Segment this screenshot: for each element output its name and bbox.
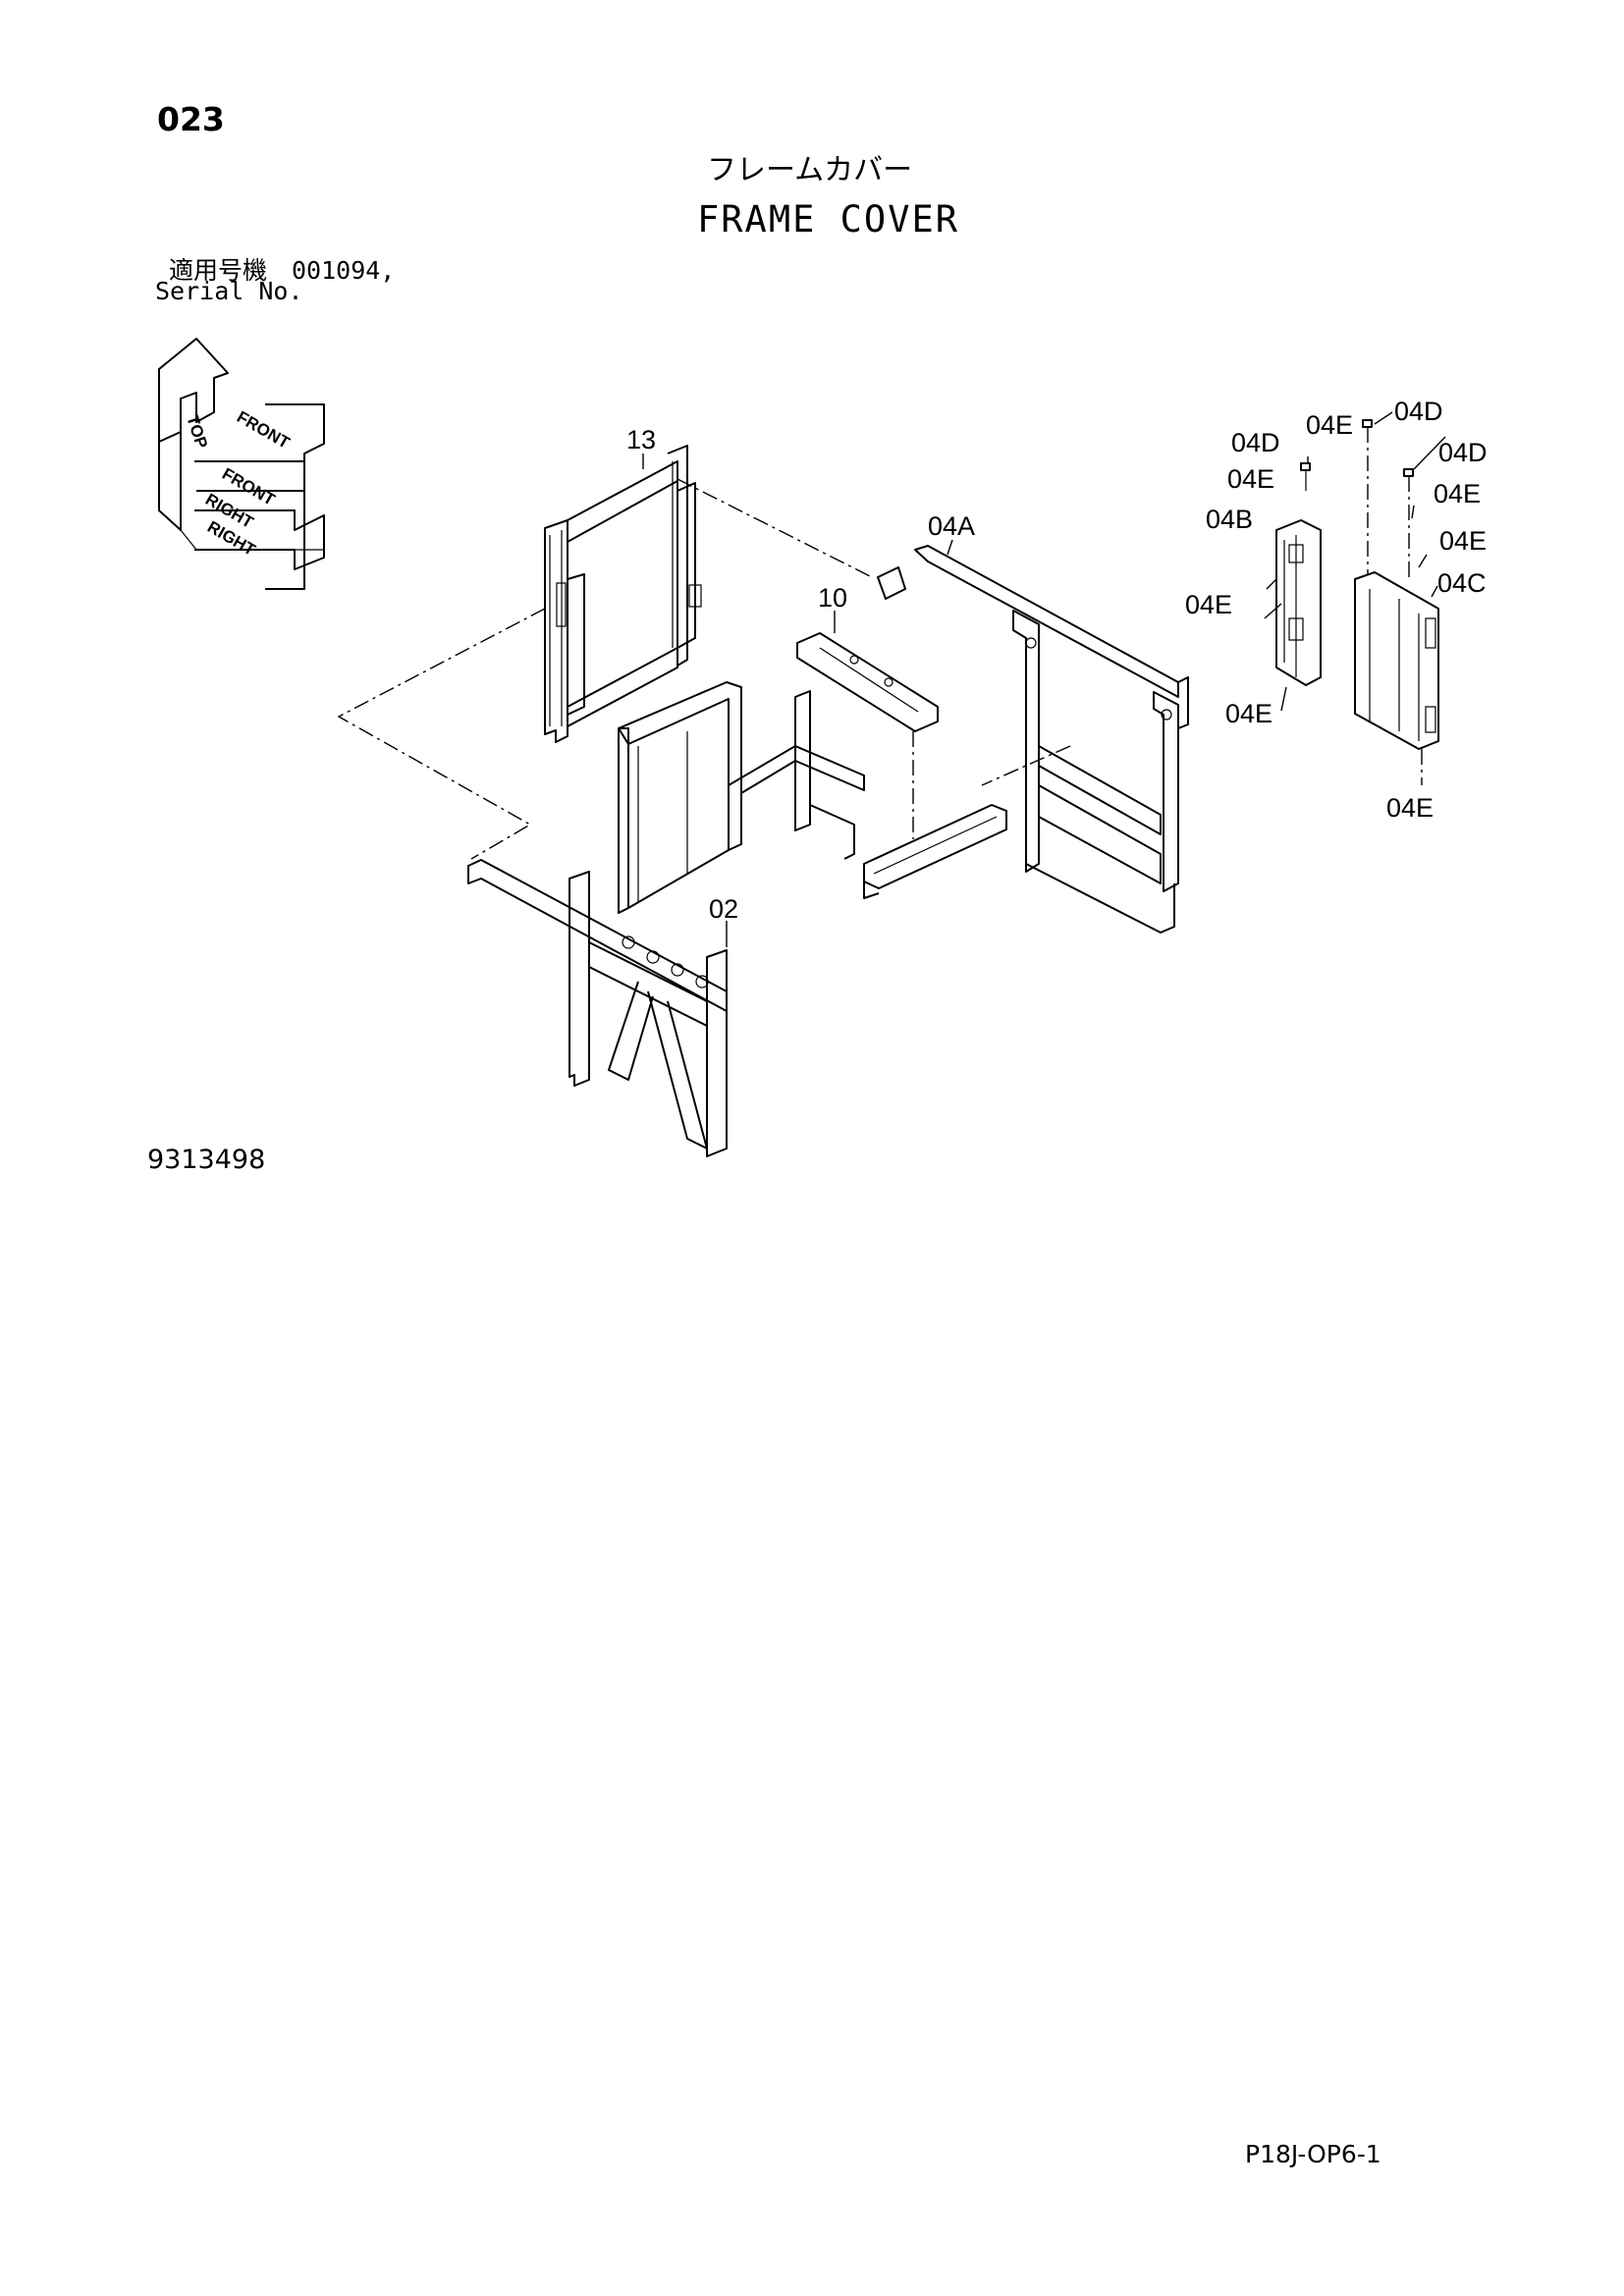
title-japanese: フレームカバー: [707, 153, 913, 187]
orientation-front-label: FRONT: [234, 407, 294, 453]
part-04a-frame: [877, 545, 1189, 934]
leader-lines: [642, 411, 1446, 947]
callout-04e-5: 04E: [1185, 590, 1232, 619]
callout-04d-2: 04D: [1394, 397, 1443, 426]
page-number: 023: [157, 100, 225, 138]
part-10-beam: [796, 632, 939, 732]
title-english: FRAME COVER: [697, 198, 960, 240]
lower-cross-beam: [863, 804, 1007, 899]
part-13-frame: [544, 445, 702, 743]
callout-04a: 04A: [928, 511, 975, 541]
serial-label-english: Serial No.: [155, 277, 303, 305]
orientation-indicator: TOP FRONT FRONT RIGHT RIGHT: [158, 338, 325, 590]
callout-02: 02: [709, 894, 738, 924]
fasteners: [1300, 419, 1423, 785]
callout-04b: 04B: [1206, 505, 1253, 534]
callout-04e-1: 04E: [1306, 410, 1353, 440]
callout-13: 13: [626, 425, 656, 454]
callout-04d-3: 04D: [1438, 438, 1488, 467]
callout-04e-7: 04E: [1386, 793, 1434, 823]
callout-10: 10: [818, 583, 847, 613]
callout-04d-1: 04D: [1231, 428, 1280, 457]
callout-04e-3: 04E: [1434, 479, 1481, 508]
part-04b-panel: [1275, 519, 1322, 686]
middle-frame-assembly: [618, 681, 914, 914]
part-02-frame: [467, 859, 728, 1157]
drawing-number: 9313498: [147, 1145, 266, 1175]
orientation-top-label: TOP: [183, 412, 211, 451]
part-04c-panel: [1354, 571, 1439, 750]
sheet-code: P18J-OP6-1: [1245, 2140, 1381, 2168]
callout-04e-4: 04E: [1439, 526, 1487, 556]
assembly-line-13-04a: [677, 478, 873, 578]
assembly-line-13-02: [337, 608, 546, 860]
callout-04e-6: 04E: [1225, 699, 1272, 728]
serial-label-japanese: 適用号機 001094,: [169, 256, 396, 285]
callout-04c: 04C: [1437, 568, 1487, 598]
callout-04e-2: 04E: [1227, 464, 1274, 494]
